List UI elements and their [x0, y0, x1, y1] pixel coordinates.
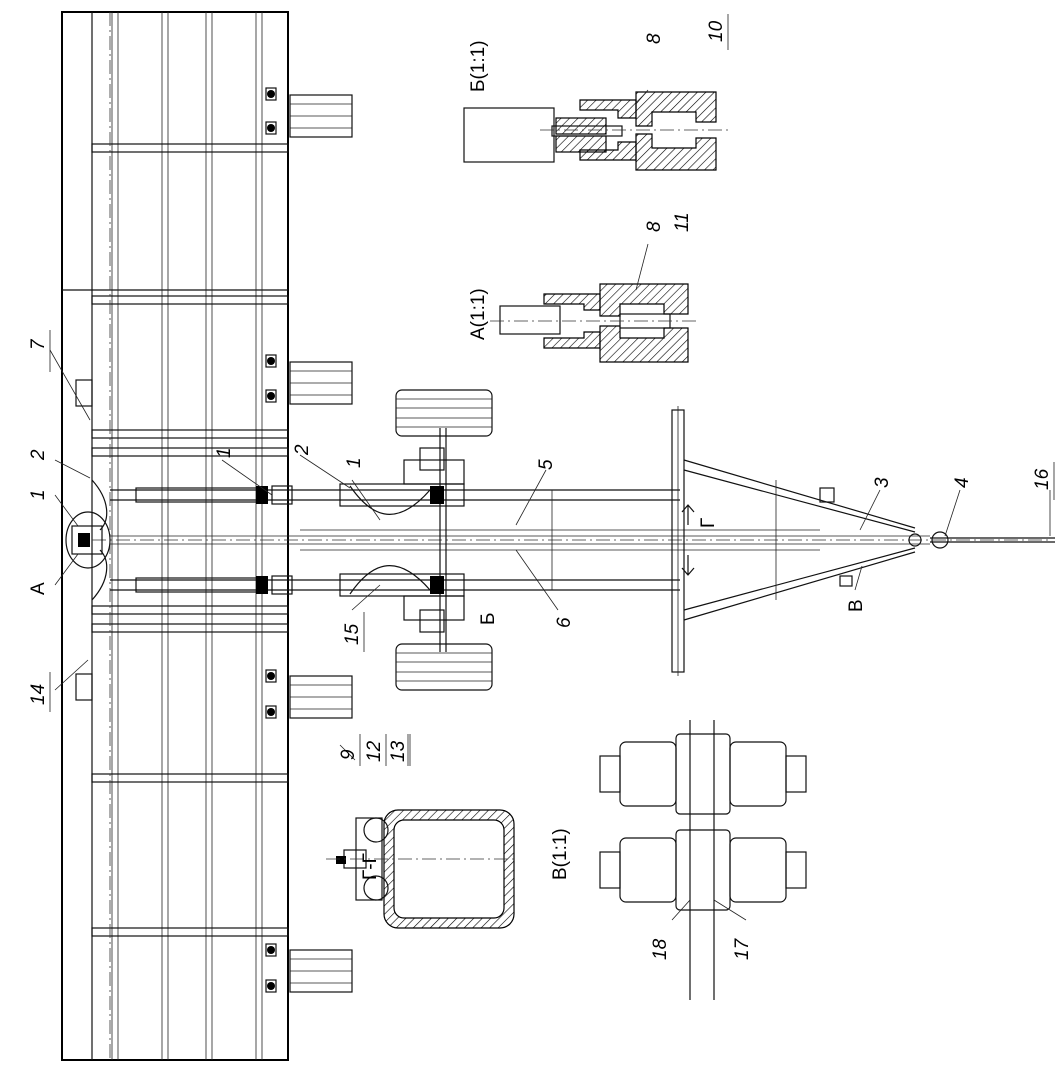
- view-labels: Б(1:1) А(1:1) В(1:1) Г-Г: [360, 40, 571, 880]
- tine-3: [265, 669, 353, 719]
- callout-9: 9: [338, 749, 359, 760]
- frame-crossbars: [91, 143, 289, 937]
- callout-2b: 2: [292, 444, 313, 456]
- callout-8a: 8: [644, 33, 665, 44]
- wheel-bottom: [395, 643, 493, 691]
- callout-13: 13: [388, 740, 409, 762]
- drawbar: [110, 406, 1055, 676]
- callout-1b: 1: [214, 447, 235, 458]
- view-a-title: А(1:1): [468, 288, 489, 340]
- callout-3: 3: [872, 477, 893, 488]
- callout-15: 15: [342, 623, 363, 645]
- section-g-title: Г-Г: [360, 853, 381, 880]
- callout-6: 6: [554, 617, 575, 628]
- position-callouts: 7 2 1 А 14 1 2 1 15 Б 5 6 3 4 16 В 8 10 …: [28, 20, 1053, 960]
- detail-b: [463, 91, 730, 171]
- callout-2: 2: [28, 449, 49, 461]
- section-g: [326, 809, 515, 929]
- tine-4: [265, 943, 353, 993]
- callout-16: 16: [1032, 468, 1053, 490]
- wheel-top: [395, 389, 493, 437]
- section-mark-g: Г: [698, 518, 719, 528]
- callout-17: 17: [732, 937, 753, 960]
- leader-lines: [49, 89, 1051, 921]
- callout-5: 5: [536, 459, 557, 470]
- callout-14: 14: [28, 684, 49, 705]
- callout-8b: 8: [644, 221, 665, 232]
- view-b-title: Б(1:1): [468, 40, 489, 92]
- callout-12: 12: [364, 740, 385, 762]
- callout-7: 7: [28, 338, 49, 350]
- callout-a: А: [28, 582, 49, 595]
- callout-4: 4: [952, 477, 973, 488]
- transport-wheels: [395, 389, 493, 691]
- tine-2: [265, 354, 353, 405]
- hydraulic-cylinders: [135, 483, 465, 597]
- detail-v: [599, 720, 807, 1000]
- callout-b: Б: [478, 613, 499, 625]
- callout-1: 1: [28, 489, 49, 500]
- callout-18: 18: [650, 938, 671, 960]
- callout-10: 10: [706, 20, 727, 42]
- tine-1: [265, 87, 353, 138]
- detail-a: [490, 283, 700, 363]
- callout-11: 11: [672, 212, 693, 232]
- hydraulic-block: [65, 379, 111, 701]
- callout-v: В: [846, 599, 867, 612]
- callout-underlines: [49, 14, 1055, 766]
- tines: [265, 87, 353, 993]
- callout-1c: 1: [344, 457, 365, 468]
- view-v-title: В(1:1): [550, 828, 571, 880]
